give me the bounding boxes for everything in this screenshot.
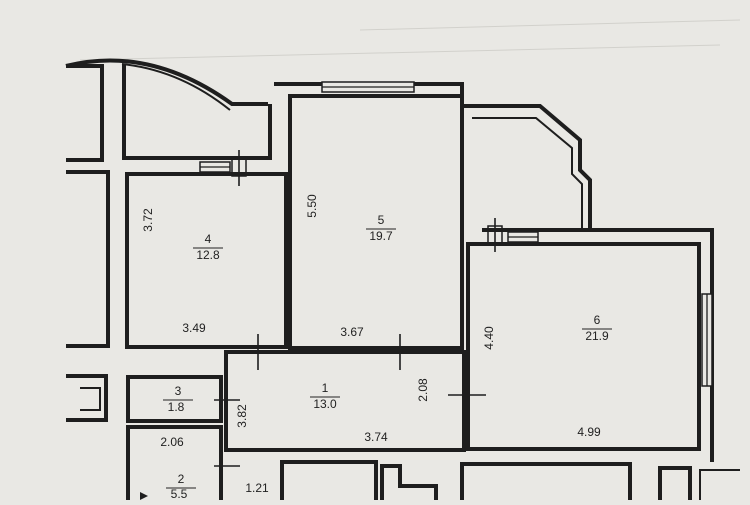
walls — [65, 58, 740, 500]
room-number-5: 5 — [378, 213, 385, 227]
dim-room5-height: 5.50 — [305, 194, 319, 218]
room-label-5: 5 19.7 — [366, 213, 396, 243]
room-area-4: 12.8 — [196, 248, 220, 262]
wall-room-5 — [288, 94, 464, 350]
room-label-3: 3 1.8 — [163, 384, 193, 414]
dim-room1-depth: 2.08 — [416, 378, 430, 402]
paper-texture — [79, 19, 741, 61]
room-label-1: 1 13.0 — [310, 381, 340, 411]
room-number-1: 1 — [322, 381, 329, 395]
wall-left-upper — [66, 64, 104, 162]
dim-room6-height: 4.40 — [482, 326, 496, 350]
dim-room4-width: 3.49 — [182, 321, 206, 335]
wall-room-1 — [224, 350, 466, 452]
wall-room-5-outer — [274, 82, 464, 240]
room-area-5: 19.7 — [369, 229, 393, 243]
wall-room-top-left — [122, 64, 272, 160]
window-room-4-top — [199, 150, 247, 186]
arrow-mark — [140, 492, 148, 500]
wall-curved-inner — [121, 63, 231, 111]
room-area-3: 1.8 — [168, 400, 185, 414]
wall-left-lower — [66, 374, 108, 422]
dim-room2-width: 2.06 — [160, 435, 184, 449]
room-area-2: 5.5 — [171, 487, 188, 500]
wall-left-mid — [66, 170, 110, 348]
wall-left-lower-inner — [80, 387, 101, 411]
window-bay-door — [487, 218, 539, 252]
windows — [199, 81, 713, 387]
dim-room1-width: 3.74 — [364, 430, 388, 444]
wall-lower-5 — [699, 469, 740, 500]
wall-bay-inner — [472, 117, 583, 228]
dim-room6-width: 4.99 — [577, 425, 601, 439]
room-area-1: 13.0 — [313, 397, 337, 411]
window-room-6-right — [701, 293, 713, 387]
wall-room-4 — [125, 172, 288, 349]
dim-room1-side: 3.82 — [235, 404, 249, 428]
wall-room-6 — [466, 242, 701, 451]
dim-room5-width: 3.67 — [340, 325, 364, 339]
dim-room4-height: 3.72 — [141, 208, 155, 232]
dimension-labels: 3.72 3.49 5.50 3.67 4.40 4.99 2.08 3.74 … — [141, 194, 601, 495]
wall-lower-1 — [280, 460, 378, 500]
room-area-6: 21.9 — [585, 329, 609, 343]
ticks — [214, 334, 486, 467]
wall-room-2 — [126, 425, 223, 500]
wall-bay — [462, 104, 592, 228]
wall-room-3 — [126, 375, 223, 423]
wall-lower-2 — [380, 464, 438, 500]
wall-lower-4 — [658, 466, 692, 500]
room-number-6: 6 — [594, 313, 601, 327]
wall-lower-3 — [460, 462, 632, 500]
room-label-4: 4 12.8 — [193, 232, 223, 262]
room-number-3: 3 — [175, 384, 182, 398]
room-label-2: 2 5.5 — [166, 472, 196, 501]
dim-bottom-gap: 1.21 — [245, 481, 269, 495]
room-number-2: 2 — [178, 472, 185, 486]
room-number-4: 4 — [205, 232, 212, 246]
window-room-5-top — [321, 81, 415, 93]
room-label-6: 6 21.9 — [582, 313, 612, 343]
wall-curved-top — [65, 58, 268, 106]
